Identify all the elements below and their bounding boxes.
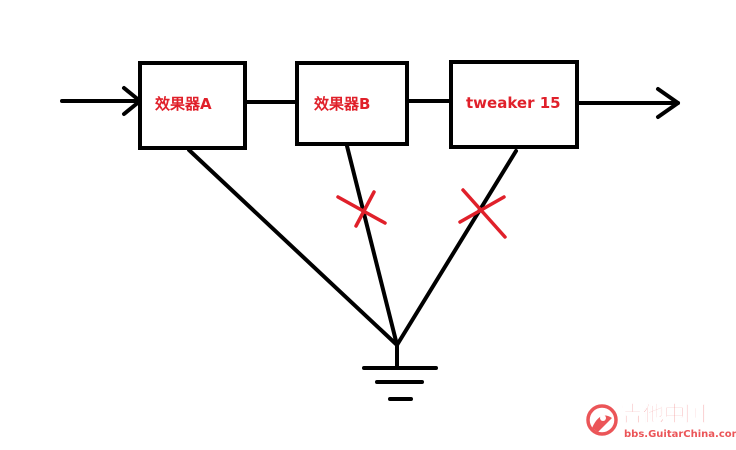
output-arrow [577,87,680,119]
cross-mark-effect-b [336,190,387,228]
node-effect-b: 效果器B [295,61,409,146]
cross-mark-tweaker [458,188,507,239]
node-label: 效果器B [314,95,370,113]
ground-wire-effect-b [345,144,399,347]
node-effect-a: 效果器A [138,61,247,150]
ground-symbol [362,343,438,401]
watermark-title: 吉他中国 [622,402,706,426]
ground-wire-tweaker [395,149,518,347]
input-arrow [60,86,142,116]
watermark-url: bbs.GuitarChina.com [624,429,736,440]
node-tweaker: tweaker 15 [449,60,579,149]
watermark: 吉他中国 bbs.GuitarChina.com [586,402,736,440]
node-label: tweaker 15 [466,94,561,112]
node-label: 效果器A [155,95,212,113]
guitarchina-logo-icon [586,404,618,436]
ground-wire-effect-a [187,148,399,347]
